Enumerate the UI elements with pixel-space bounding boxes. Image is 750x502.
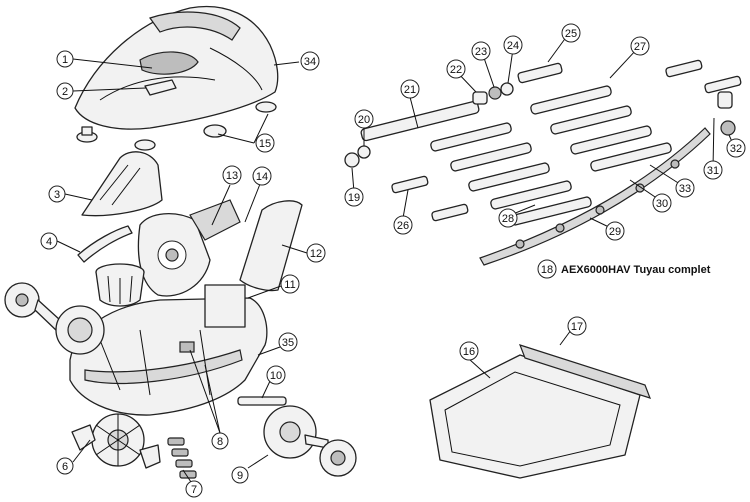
svg-text:15: 15	[259, 138, 271, 150]
svg-text:14: 14	[256, 171, 268, 183]
callout-34: 34	[300, 51, 320, 71]
svg-text:9: 9	[237, 470, 243, 482]
svg-text:17: 17	[571, 321, 583, 333]
hose-parts	[344, 59, 742, 266]
svg-text:1: 1	[62, 54, 68, 66]
callout-24: 24	[503, 35, 523, 55]
intake-tube	[239, 200, 303, 292]
impeller-cage	[95, 263, 145, 307]
callout-4: 4	[40, 232, 58, 250]
callout-14: 14	[252, 166, 272, 186]
callout-27: 27	[630, 36, 650, 56]
axle-10	[237, 396, 287, 406]
svg-text:28: 28	[502, 213, 514, 225]
callout-35: 35	[278, 332, 298, 352]
bearings-7	[167, 437, 197, 479]
handle-bar	[77, 225, 133, 263]
svg-text:4: 4	[46, 236, 52, 248]
callout-28: 28	[498, 208, 518, 228]
svg-text:29: 29	[609, 226, 621, 238]
callout-22: 22	[446, 59, 466, 79]
svg-text:12: 12	[310, 248, 322, 260]
svg-text:13: 13	[226, 170, 238, 182]
right-wheel-9	[263, 405, 329, 459]
rear-wheel-left	[91, 413, 145, 467]
callout-1: 1	[56, 50, 74, 68]
callout-30: 30	[652, 193, 672, 213]
svg-text:22: 22	[450, 64, 462, 76]
svg-text:31: 31	[707, 165, 719, 177]
front-wheel-left	[55, 305, 105, 355]
robot-body	[69, 284, 268, 416]
svg-text:27: 27	[634, 41, 646, 53]
callout-25: 25	[561, 23, 581, 43]
svg-text:2: 2	[62, 86, 68, 98]
svg-text:26: 26	[397, 220, 409, 232]
svg-text:20: 20	[358, 114, 370, 126]
svg-text:34: 34	[304, 56, 316, 68]
callout-3: 3	[48, 185, 66, 203]
front-brush-left	[4, 282, 61, 333]
callout-21: 21	[400, 79, 420, 99]
callout-32: 32	[726, 138, 746, 158]
motor-assembly	[137, 199, 241, 297]
svg-text:19: 19	[348, 192, 360, 204]
svg-text:3: 3	[54, 189, 60, 201]
callout-20: 20	[354, 109, 374, 129]
callout-13: 13	[222, 165, 242, 185]
filter-bag	[429, 344, 652, 479]
svg-text:11: 11	[284, 279, 295, 291]
callout-15: 15	[255, 133, 275, 153]
callouts: 1 2 3 4 6 7 8 9 10 11 12 13 14 15 16 17 …	[40, 23, 746, 498]
svg-text:24: 24	[507, 40, 519, 52]
svg-text:6: 6	[62, 461, 68, 473]
callout-12: 12	[306, 243, 326, 263]
svg-text:8: 8	[217, 436, 223, 448]
center-fitting	[144, 79, 177, 96]
callout-23: 23	[471, 41, 491, 61]
callout-19: 19	[344, 187, 364, 207]
filter-cover	[81, 151, 163, 217]
top-cover	[74, 5, 279, 130]
callout-6: 6	[56, 457, 74, 475]
right-brush	[319, 439, 357, 477]
svg-text:32: 32	[730, 143, 742, 155]
cover-caps	[76, 101, 277, 151]
svg-text:23: 23	[475, 46, 487, 58]
callout-31: 31	[703, 160, 723, 180]
svg-text:18: 18	[541, 264, 553, 276]
callout-10: 10	[266, 365, 286, 385]
callout-18: 18	[537, 259, 557, 279]
svg-text:10: 10	[270, 370, 282, 382]
svg-text:16: 16	[463, 346, 475, 358]
callout-2: 2	[56, 82, 74, 100]
callout-17: 17	[567, 316, 587, 336]
callout-29: 29	[605, 221, 625, 241]
wheel-clip-6	[71, 424, 161, 469]
hose-caption: AEX6000HAV Tuyau complet	[561, 264, 711, 276]
svg-text:25: 25	[565, 28, 577, 40]
svg-text:33: 33	[679, 183, 691, 195]
callout-16: 16	[459, 341, 479, 361]
callout-8: 8	[211, 432, 229, 450]
svg-text:30: 30	[656, 198, 668, 210]
svg-text:21: 21	[404, 84, 416, 96]
svg-text:35: 35	[282, 337, 294, 349]
callout-26: 26	[393, 215, 413, 235]
callout-9: 9	[231, 466, 249, 484]
callout-7: 7	[185, 480, 203, 498]
callout-33: 33	[675, 178, 695, 198]
callout-11: 11	[280, 274, 300, 294]
svg-text:7: 7	[191, 484, 197, 496]
